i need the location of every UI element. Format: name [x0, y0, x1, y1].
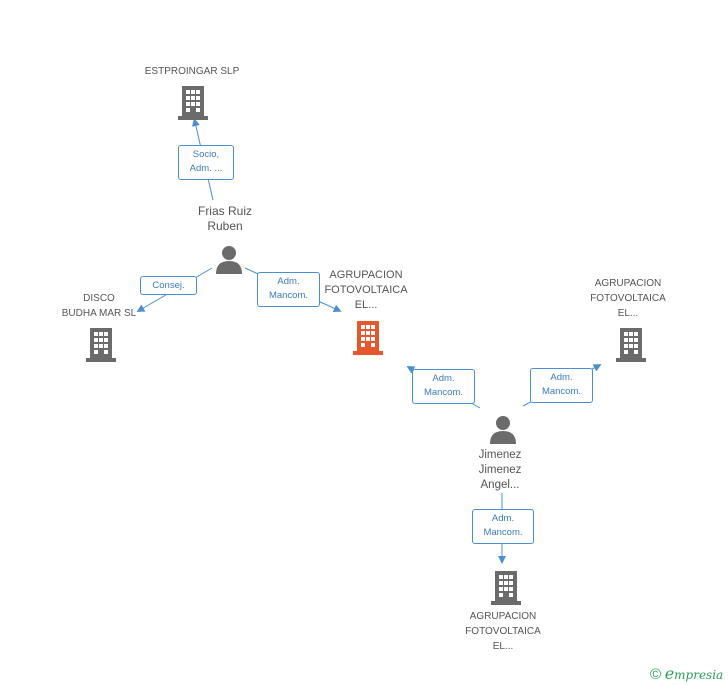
building-icon[interactable]: [353, 319, 383, 355]
node-label-jimenez[interactable]: Jimenez Jimenez Angel...: [478, 449, 522, 491]
node-label-estproingar[interactable]: ESTPROINGAR SLP: [144, 66, 240, 77]
node-label-agrup-right[interactable]: AGRUPACION FOTOVOLTAICA EL...: [590, 278, 666, 319]
building-icon[interactable]: [86, 326, 116, 362]
edge-label-socio[interactable]: Socio, Adm. ...: [178, 145, 234, 180]
copyright-icon: ©: [650, 666, 662, 683]
node-label-frias[interactable]: Frias Ruiz Ruben: [197, 204, 252, 233]
person-icon[interactable]: [488, 414, 518, 444]
building-icon[interactable]: [616, 326, 646, 362]
brand-watermark: © empresia: [650, 664, 723, 683]
person-icon[interactable]: [214, 244, 244, 274]
edge-label-adm-jimenez-center[interactable]: Adm. Mancom.: [412, 369, 475, 404]
brand-name: mpresia: [674, 668, 724, 682]
brand-initial: e: [664, 664, 675, 683]
edge-label-consej[interactable]: Consej.: [140, 276, 197, 295]
node-label-agrup-bottom[interactable]: AGRUPACION FOTOVOLTAICA EL...: [465, 611, 541, 652]
building-icon[interactable]: [491, 569, 521, 605]
node-label-agrup-center[interactable]: AGRUPACION FOTOVOLTAICA EL...: [324, 269, 408, 311]
edge-label-adm-jimenez-bottom[interactable]: Adm. Mancom.: [472, 509, 534, 544]
edge-label-adm-frias-center[interactable]: Adm. Mancom.: [257, 272, 320, 307]
edge-label-adm-jimenez-right[interactable]: Adm. Mancom.: [530, 368, 593, 403]
building-icon[interactable]: [178, 84, 208, 120]
node-label-disco[interactable]: DISCO BUDHA MAR SL: [61, 293, 137, 319]
